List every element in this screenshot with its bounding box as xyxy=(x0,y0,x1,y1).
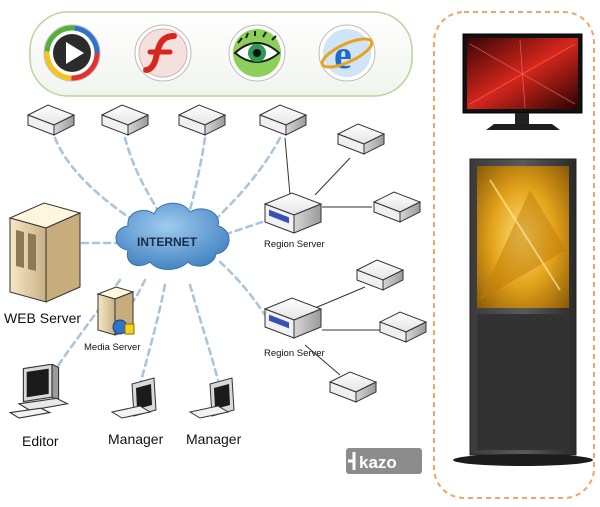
client-box xyxy=(356,259,404,291)
region-server-1: Region Server xyxy=(264,192,325,250)
region-server-2: Region Server xyxy=(264,297,325,359)
web-server-label: WEB Server xyxy=(4,310,81,326)
monitor-display-icon xyxy=(462,33,583,130)
kiosk-display-icon xyxy=(453,158,593,466)
kazo-logo: kazo xyxy=(346,448,422,474)
client-box xyxy=(101,104,149,136)
eye-viewer-icon[interactable] xyxy=(228,24,286,82)
internet-label: INTERNET xyxy=(137,235,198,249)
region-links xyxy=(284,137,380,376)
logo-text: kazo xyxy=(359,453,397,472)
manager-label-1: Manager xyxy=(108,431,164,447)
player-icon-panel xyxy=(29,11,413,97)
media-player-icon[interactable] xyxy=(43,24,101,82)
client-box xyxy=(27,104,75,136)
client-box xyxy=(373,191,421,223)
client-box xyxy=(337,123,385,155)
manager-computer-icon xyxy=(188,377,235,419)
client-box xyxy=(259,104,307,136)
region-server-label-1: Region Server xyxy=(264,239,325,250)
client-box xyxy=(178,104,226,136)
client-box xyxy=(379,311,427,343)
media-server-icon xyxy=(96,286,135,336)
svg-text:e: e xyxy=(334,32,352,77)
flash-player-icon[interactable] xyxy=(134,24,192,82)
web-server-icon xyxy=(8,202,82,303)
region-server-label-2: Region Server xyxy=(264,348,325,359)
editor-label: Editor xyxy=(22,433,59,449)
editor-computer-icon xyxy=(9,364,68,419)
display-panel xyxy=(433,11,595,499)
manager-computer-icon xyxy=(110,377,157,419)
client-box xyxy=(329,371,377,403)
manager-label-2: Manager xyxy=(186,431,242,447)
media-server-label: Media Server xyxy=(84,342,141,353)
internet-cloud-icon: INTERNET xyxy=(115,202,230,270)
internet-explorer-icon[interactable]: e xyxy=(318,24,376,82)
